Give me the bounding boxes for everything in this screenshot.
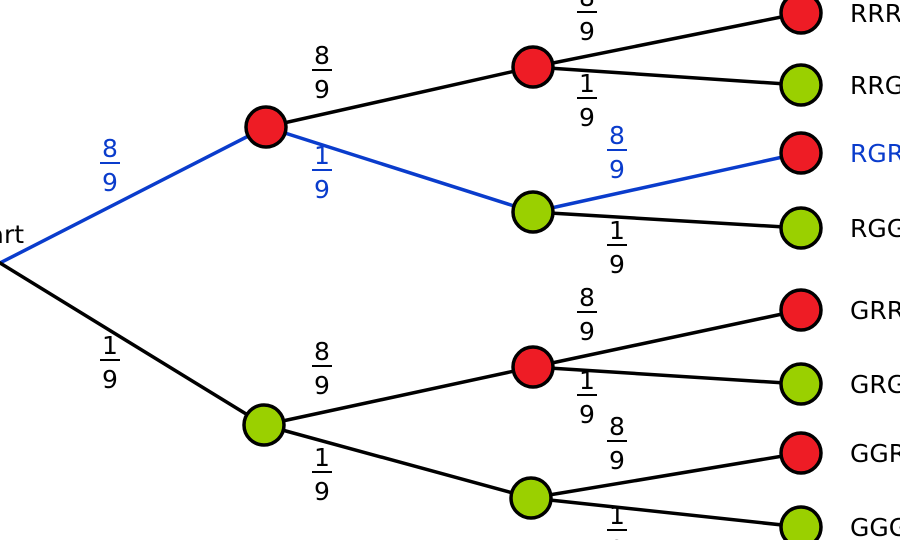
node-GGG-green bbox=[779, 505, 823, 540]
numerator: 8 bbox=[102, 134, 118, 163]
denominator: 9 bbox=[609, 250, 625, 279]
edge-GR-GRR bbox=[531, 308, 803, 369]
denominator: 9 bbox=[314, 371, 330, 400]
edges bbox=[0, 11, 803, 529]
edge-GR-GRG bbox=[531, 365, 803, 386]
denominator: 9 bbox=[102, 365, 118, 394]
edge-GG-GGG bbox=[529, 496, 803, 529]
node-GG-green bbox=[509, 476, 553, 520]
probability-label: 19 bbox=[607, 216, 627, 279]
probability-label: 19 bbox=[312, 141, 332, 204]
numerator: 8 bbox=[579, 0, 595, 12]
numerator: 8 bbox=[579, 283, 595, 312]
edge-GG-GGR bbox=[529, 451, 803, 500]
probability-label: 89 bbox=[312, 41, 332, 104]
edge-G-GR bbox=[262, 365, 535, 427]
numerator: 8 bbox=[314, 337, 330, 366]
probability-label: 89 bbox=[577, 0, 597, 46]
edge-labels: 8919891989198919891989198919 bbox=[100, 0, 627, 540]
denominator: 9 bbox=[579, 17, 595, 46]
edge-RG-RGR bbox=[531, 151, 803, 214]
denominator: 9 bbox=[102, 168, 118, 197]
edge-RG-RGG bbox=[531, 210, 803, 230]
outcome-label: GGR bbox=[850, 439, 900, 468]
node-GGR-red bbox=[779, 431, 823, 475]
node-GRG-green bbox=[779, 362, 823, 406]
numerator: 1 bbox=[579, 69, 595, 98]
probability-label: 19 bbox=[607, 501, 627, 540]
numerator: 8 bbox=[314, 41, 330, 70]
numerator: 1 bbox=[314, 443, 330, 472]
denominator: 9 bbox=[609, 535, 625, 540]
outcome-label: RGG bbox=[850, 214, 900, 243]
denominator: 9 bbox=[314, 175, 330, 204]
node-RRG-green bbox=[779, 63, 823, 107]
edge-R-RR bbox=[264, 65, 535, 129]
outcome-label: GGG bbox=[850, 513, 900, 540]
denominator: 9 bbox=[314, 75, 330, 104]
edge-R-RG bbox=[264, 125, 535, 214]
node-RGR-red bbox=[779, 131, 823, 175]
denominator: 9 bbox=[609, 155, 625, 184]
node-GR-red bbox=[511, 345, 555, 389]
probability-label: 19 bbox=[100, 331, 120, 394]
numerator: 1 bbox=[102, 331, 118, 360]
edge-G-GG bbox=[262, 423, 533, 500]
probability-label: 19 bbox=[577, 69, 597, 132]
outcome-label: GRG bbox=[850, 370, 900, 399]
denominator: 9 bbox=[314, 477, 330, 506]
probability-label: 19 bbox=[312, 443, 332, 506]
numerator: 1 bbox=[314, 141, 330, 170]
numerator: 1 bbox=[609, 501, 625, 530]
outcome-label: GRR bbox=[850, 296, 900, 325]
denominator: 9 bbox=[579, 317, 595, 346]
probability-label: 89 bbox=[577, 283, 597, 346]
start-label: Start bbox=[0, 220, 24, 249]
probability-label: 89 bbox=[607, 121, 627, 184]
probability-label: 89 bbox=[607, 412, 627, 475]
denominator: 9 bbox=[609, 446, 625, 475]
node-RR-red bbox=[511, 45, 555, 89]
outcome-label: RGR bbox=[850, 139, 900, 168]
edge-RR-RRG bbox=[531, 65, 803, 87]
numerator: 1 bbox=[609, 216, 625, 245]
numerator: 1 bbox=[579, 366, 595, 395]
outcome-label: RRG bbox=[850, 71, 900, 100]
edge-root-R bbox=[0, 125, 268, 265]
numerator: 8 bbox=[609, 121, 625, 150]
node-RRR-red bbox=[779, 0, 823, 35]
node-RG-green bbox=[511, 190, 555, 234]
node-G-green bbox=[242, 403, 286, 447]
edge-root-G bbox=[0, 261, 266, 427]
edge-RR-RRR bbox=[531, 11, 803, 69]
probability-label: 89 bbox=[312, 337, 332, 400]
node-R-red bbox=[244, 105, 288, 149]
node-GRR-red bbox=[779, 288, 823, 332]
probability-label: 19 bbox=[577, 366, 597, 429]
probability-label: 89 bbox=[100, 134, 120, 197]
denominator: 9 bbox=[579, 103, 595, 132]
denominator: 9 bbox=[579, 400, 595, 429]
numerator: 8 bbox=[609, 412, 625, 441]
outcome-label: RRR bbox=[850, 0, 900, 28]
node-RGG-green bbox=[779, 206, 823, 250]
